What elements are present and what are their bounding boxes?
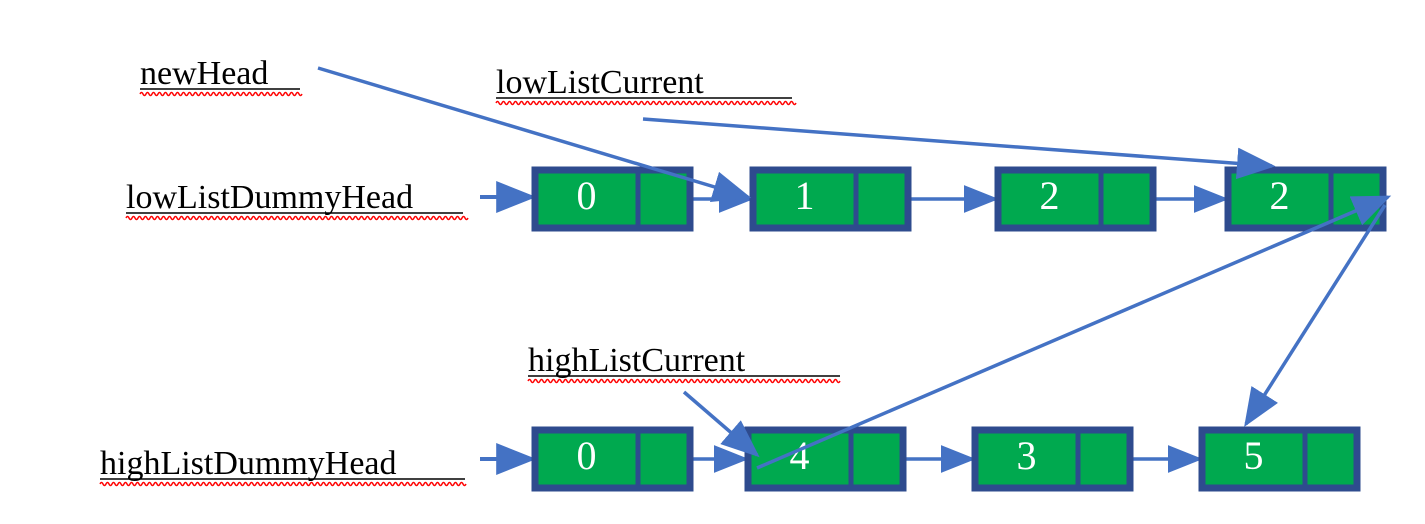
node-box: [994, 166, 1157, 232]
node-value: 1: [795, 173, 815, 218]
head-arrows: [480, 181, 537, 475]
node-box: [971, 426, 1134, 492]
node-box: [531, 426, 694, 492]
label-lowListCurrent: lowListCurrent: [495, 64, 797, 106]
node-high-list-3[interactable]: 5: [1198, 426, 1361, 492]
node-box: [531, 166, 694, 232]
spellcheck-underline: [527, 378, 841, 384]
newHead-pointer: [317, 66, 752, 203]
spellcheck-underline: [495, 100, 797, 106]
node-box: [1198, 426, 1361, 492]
variable-labels: newHead lowListCurrent lowListDummyHead hig…: [99, 55, 841, 487]
node-value: 0: [577, 173, 597, 218]
list-low-list: 0 1 2 2: [531, 166, 1387, 232]
node-low-list-1[interactable]: 1: [749, 166, 912, 232]
node-low-list-2[interactable]: 2: [994, 166, 1157, 232]
node-low-list-0[interactable]: 0: [531, 166, 694, 232]
list-high-list: 0 4 3 5: [531, 426, 1361, 492]
node-value: 4: [790, 433, 810, 478]
spellcheck-underline: [125, 215, 469, 221]
node-box: [749, 166, 912, 232]
node4-backlink: [756, 195, 1392, 470]
node-box: [1224, 166, 1387, 232]
node-high-list-2[interactable]: 3: [971, 426, 1134, 492]
node-value: 2: [1270, 173, 1290, 218]
next-arrows: [692, 185, 1229, 473]
spellcheck-underline: [99, 481, 467, 487]
highListCurrent-pointer: [682, 390, 760, 458]
node-value: 2: [1040, 173, 1060, 218]
node2-next-to-node5: [1244, 204, 1387, 427]
label-highListCurrent: highListCurrent: [527, 342, 841, 384]
node-low-list-3[interactable]: 2: [1224, 166, 1387, 232]
node-value: 0: [577, 433, 597, 478]
lowListCurrent-pointer: [642, 117, 1276, 180]
label-text: lowListCurrent: [496, 64, 704, 101]
node-high-list-0[interactable]: 0: [531, 426, 694, 492]
label-highListDummyHead: highListDummyHead: [99, 445, 467, 487]
label-newHead: newHead: [139, 55, 303, 97]
pointer-arrows: [317, 66, 1392, 470]
label-lowListDummyHead: lowListDummyHead: [125, 179, 469, 221]
label-text: newHead: [140, 55, 268, 92]
node-value: 3: [1017, 433, 1037, 478]
label-text: highListCurrent: [528, 342, 746, 379]
label-text: highListDummyHead: [100, 445, 397, 482]
node-value: 5: [1244, 433, 1264, 478]
label-text: lowListDummyHead: [126, 179, 413, 216]
list-nodes: 0 1 2 2 0 4 3 5: [531, 166, 1387, 492]
spellcheck-underline: [139, 91, 303, 97]
